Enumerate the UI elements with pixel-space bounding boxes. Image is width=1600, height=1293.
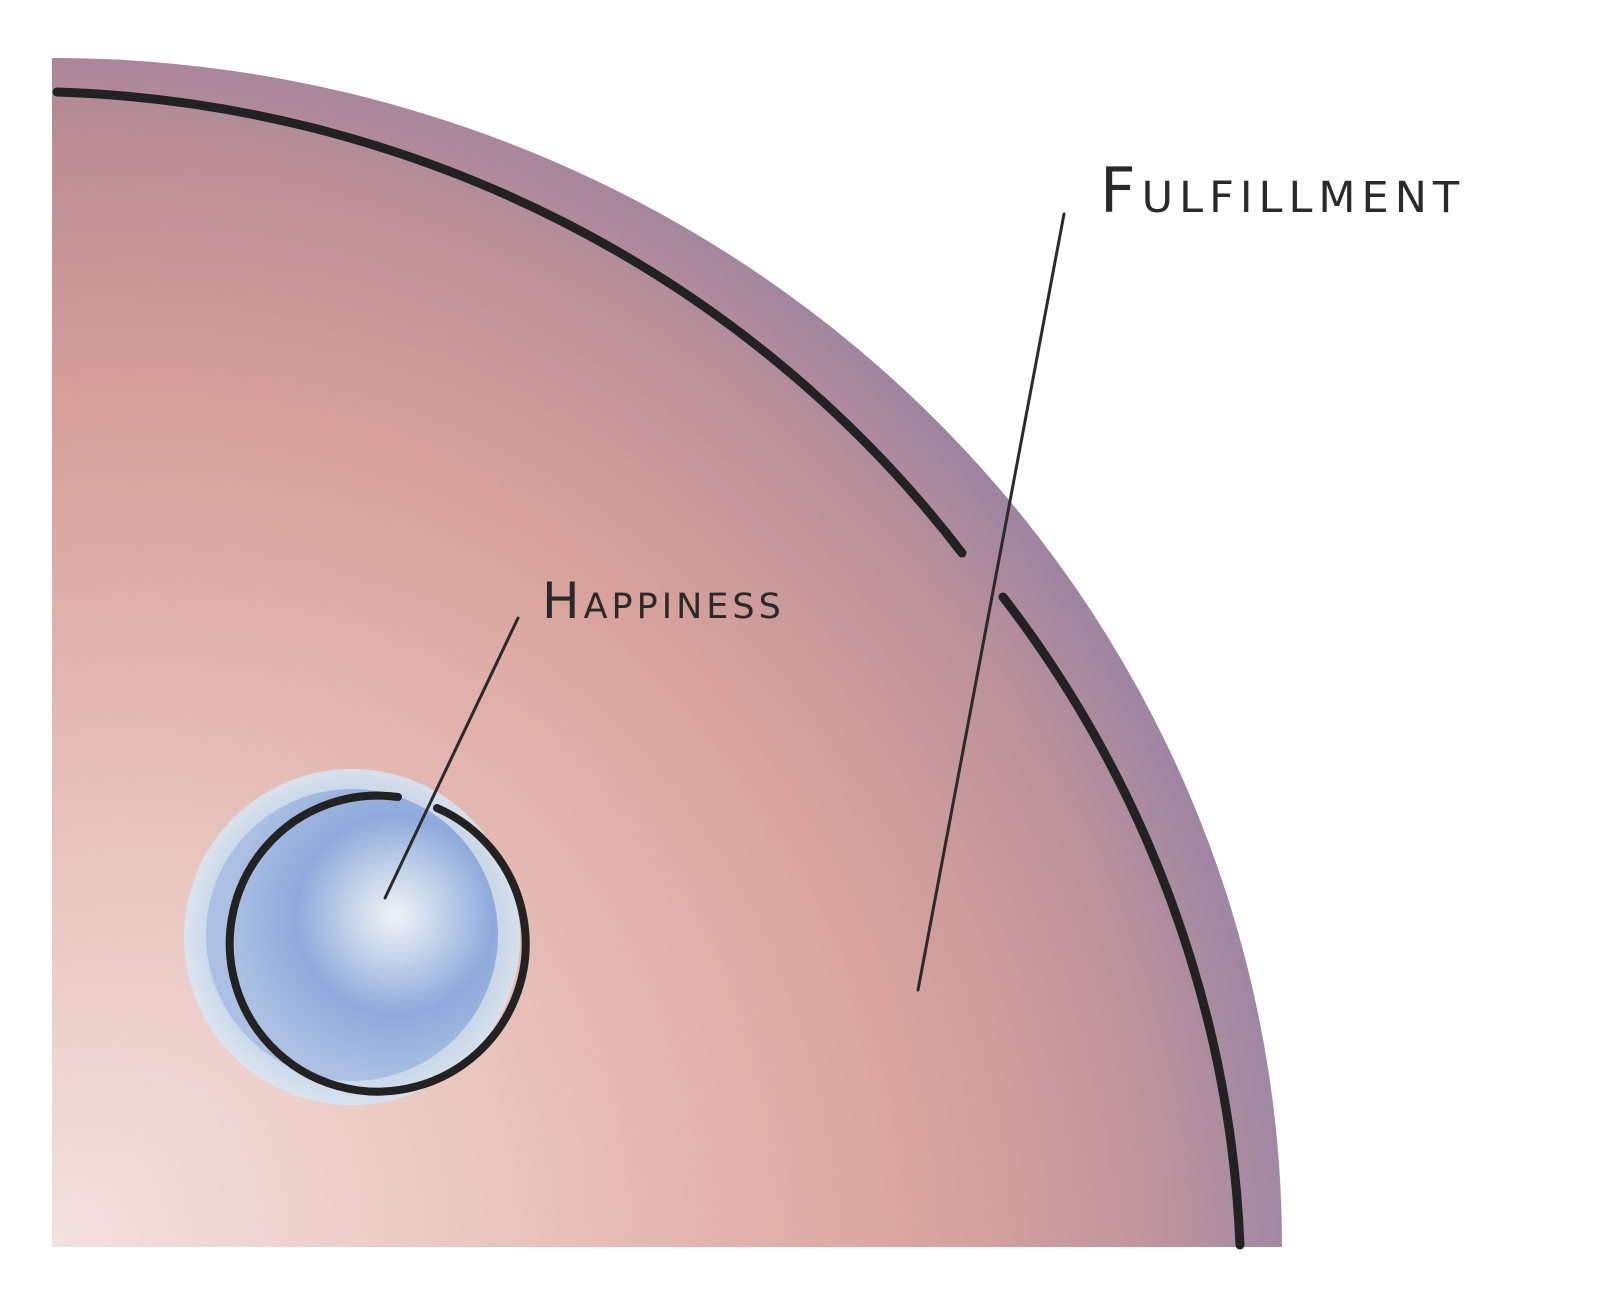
happiness-boundary (225, 791, 530, 1096)
happiness-wash (206, 789, 498, 1081)
fulfillment-arc-lower (998, 592, 1245, 1250)
fulfillment-arc-upper (52, 87, 967, 558)
fulfillment-leader-line (916, 212, 1066, 992)
happiness-leader-line (383, 616, 520, 900)
fulfillment-label: Fulfillment (1100, 154, 1465, 227)
happiness-arc-main (225, 791, 530, 1096)
fulfillment-shade (52, 58, 1282, 1247)
fulfillment-boundary (52, 87, 1245, 1250)
happiness-label: Happiness (542, 572, 785, 630)
fulfillment-region (52, 58, 1282, 1247)
